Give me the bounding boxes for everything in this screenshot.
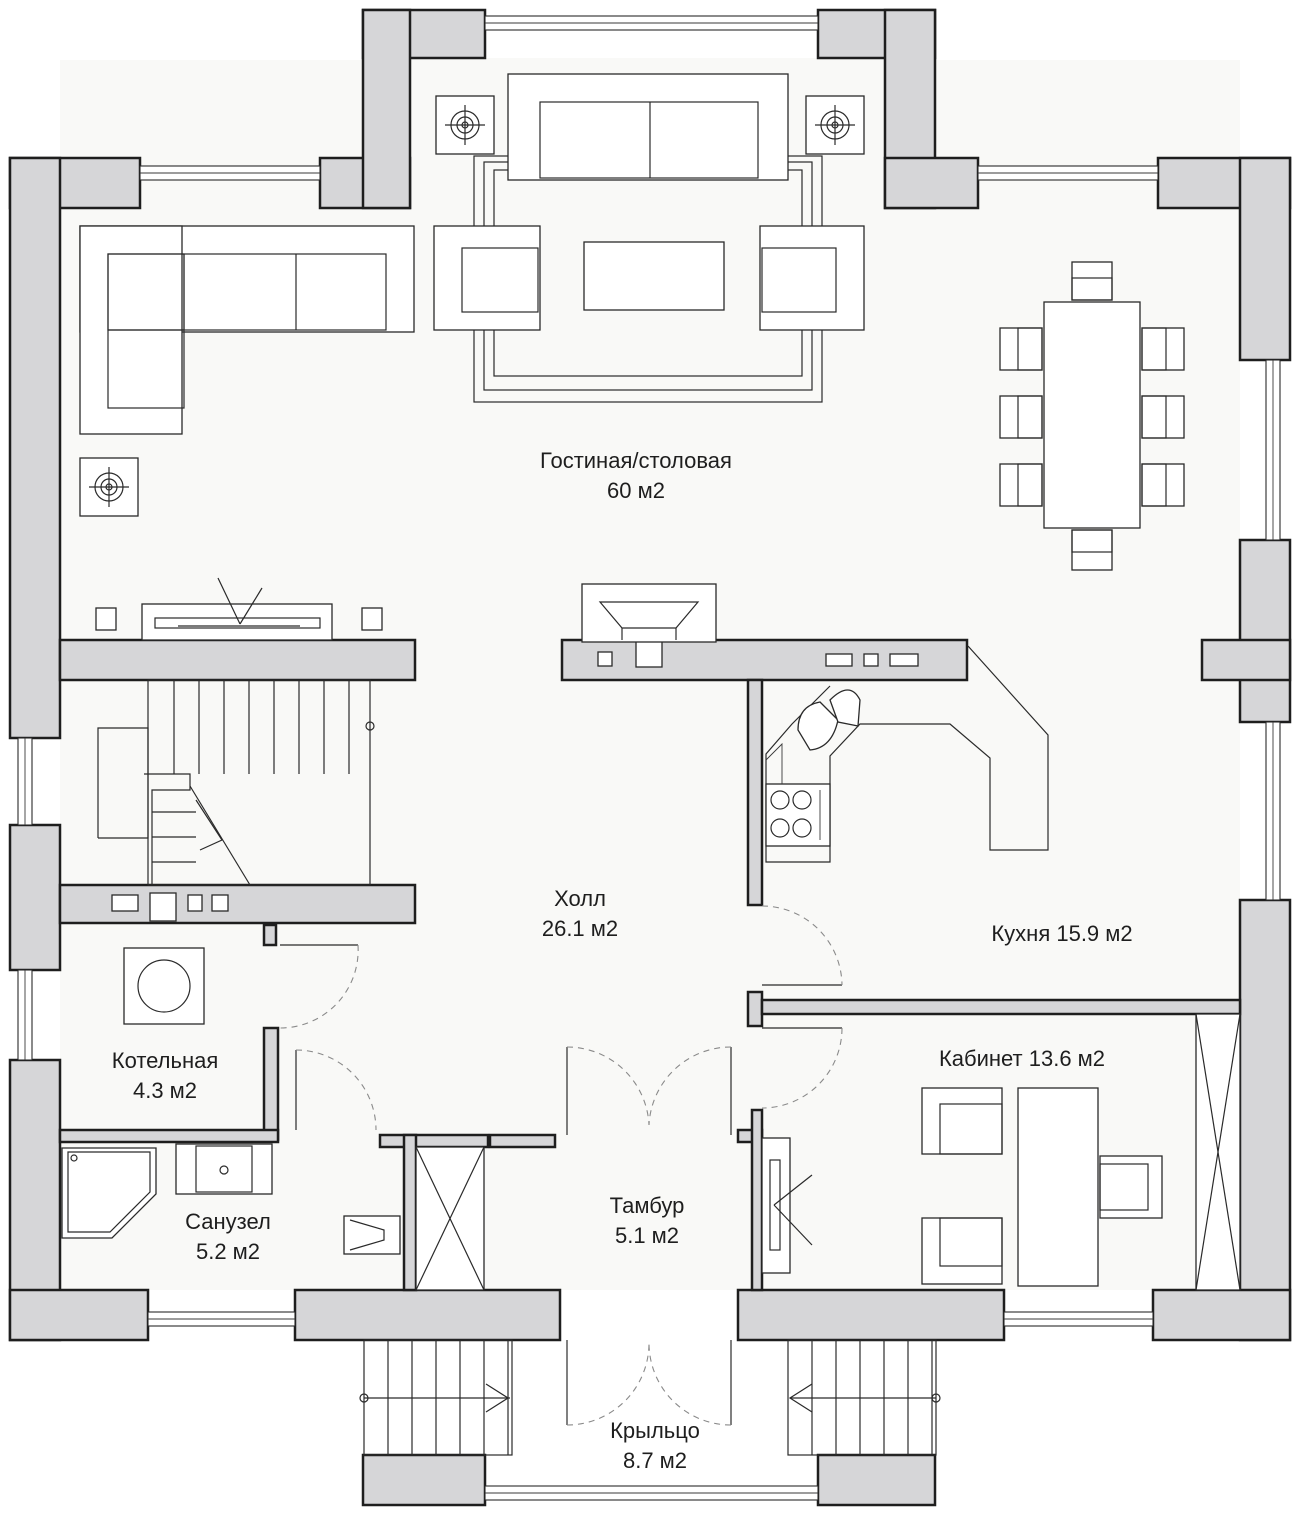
- office-furniture: [761, 1013, 1241, 1291]
- living-room-area: 60 м2: [607, 478, 665, 503]
- room-labels: Гостиная/столовая 60 м2 Холл 26.1 м2 Кух…: [112, 448, 1133, 1473]
- lamp-icon: [805, 95, 865, 155]
- boiler: [123, 947, 205, 1025]
- closet: [415, 1146, 485, 1291]
- porch-area: 8.7 м2: [623, 1448, 687, 1473]
- windows: [17, 15, 1281, 1501]
- vestibule-area: 5.1 м2: [615, 1223, 679, 1248]
- lamp-icon: [79, 457, 139, 517]
- bathroom-area: 5.2 м2: [196, 1239, 260, 1264]
- hall-name: Холл: [554, 886, 606, 911]
- office-label: Кабинет 13.6 м2: [939, 1046, 1105, 1071]
- bathroom-fixtures: [61, 1143, 401, 1255]
- bathroom-name: Санузел: [185, 1209, 271, 1234]
- lamp-icon: [435, 95, 495, 155]
- porch-steps: [359, 1339, 941, 1456]
- hall-area: 26.1 м2: [542, 916, 618, 941]
- vestibule-name: Тамбур: [610, 1193, 685, 1218]
- boiler-room-name: Котельная: [112, 1048, 219, 1073]
- living-furniture: [79, 73, 1185, 643]
- stairs: [97, 679, 375, 886]
- kitchen-label: Кухня 15.9 м2: [991, 921, 1132, 946]
- kitchen-furniture: [765, 645, 1049, 863]
- exterior-walls: [8, 8, 1292, 1507]
- doors: [279, 905, 843, 1426]
- porch-name: Крыльцо: [610, 1418, 700, 1443]
- boiler-room-area: 4.3 м2: [133, 1078, 197, 1103]
- living-room-name: Гостиная/столовая: [540, 448, 732, 473]
